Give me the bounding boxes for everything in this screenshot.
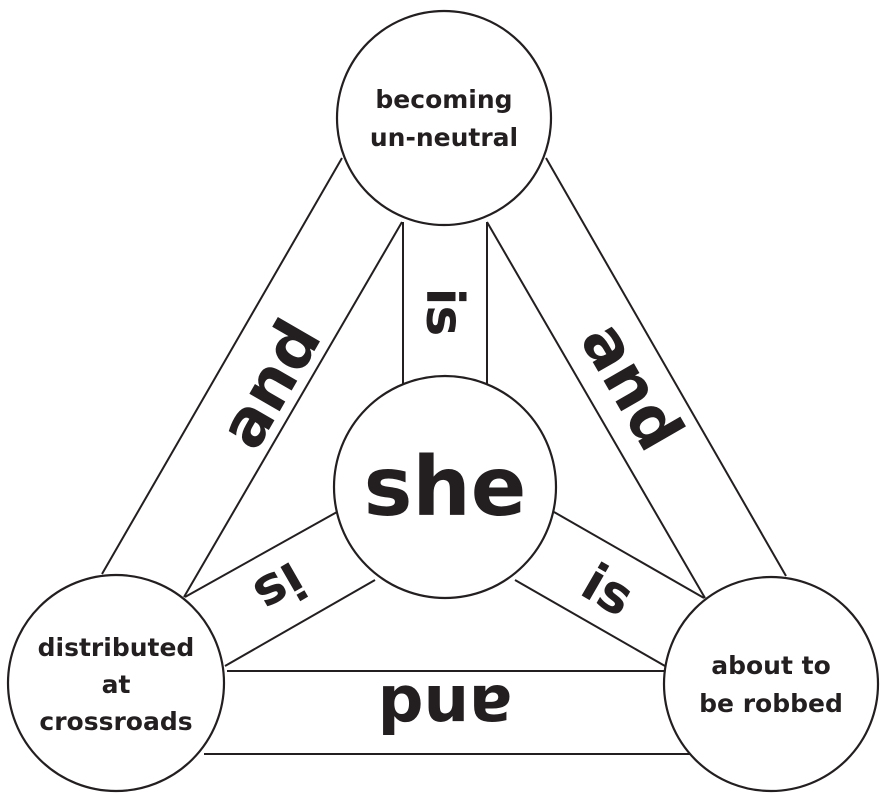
node-center: she: [332, 374, 558, 600]
spoke-center-left: [184, 511, 376, 667]
spoke-center-top: [402, 222, 488, 392]
edge-label-top-left: and: [205, 308, 336, 462]
node-left: distributed at crossroads: [6, 573, 226, 793]
band-bottom: [204, 670, 691, 755]
edge-label-center-left: is: [243, 549, 315, 625]
edge-label-center-top: is: [414, 288, 474, 337]
node-top: becoming un-neutral: [335, 9, 553, 227]
node-top-line-2: un-neutral: [370, 123, 518, 152]
node-right-line-2: be robbed: [699, 689, 843, 718]
node-top-line-1: becoming: [375, 85, 512, 114]
center-label: she: [364, 440, 527, 535]
node-right: about to be robbed: [662, 575, 880, 793]
node-left-line-2: at: [102, 670, 131, 699]
node-left-line-3: crossroads: [39, 707, 192, 736]
edge-label-bottom: and: [378, 670, 513, 744]
band-top-right: [486, 157, 787, 599]
band-top-left: [101, 157, 403, 598]
spoke-center-right: [514, 511, 705, 667]
node-left-line-1: distributed: [38, 633, 195, 662]
node-right-line-1: about to: [711, 651, 831, 680]
